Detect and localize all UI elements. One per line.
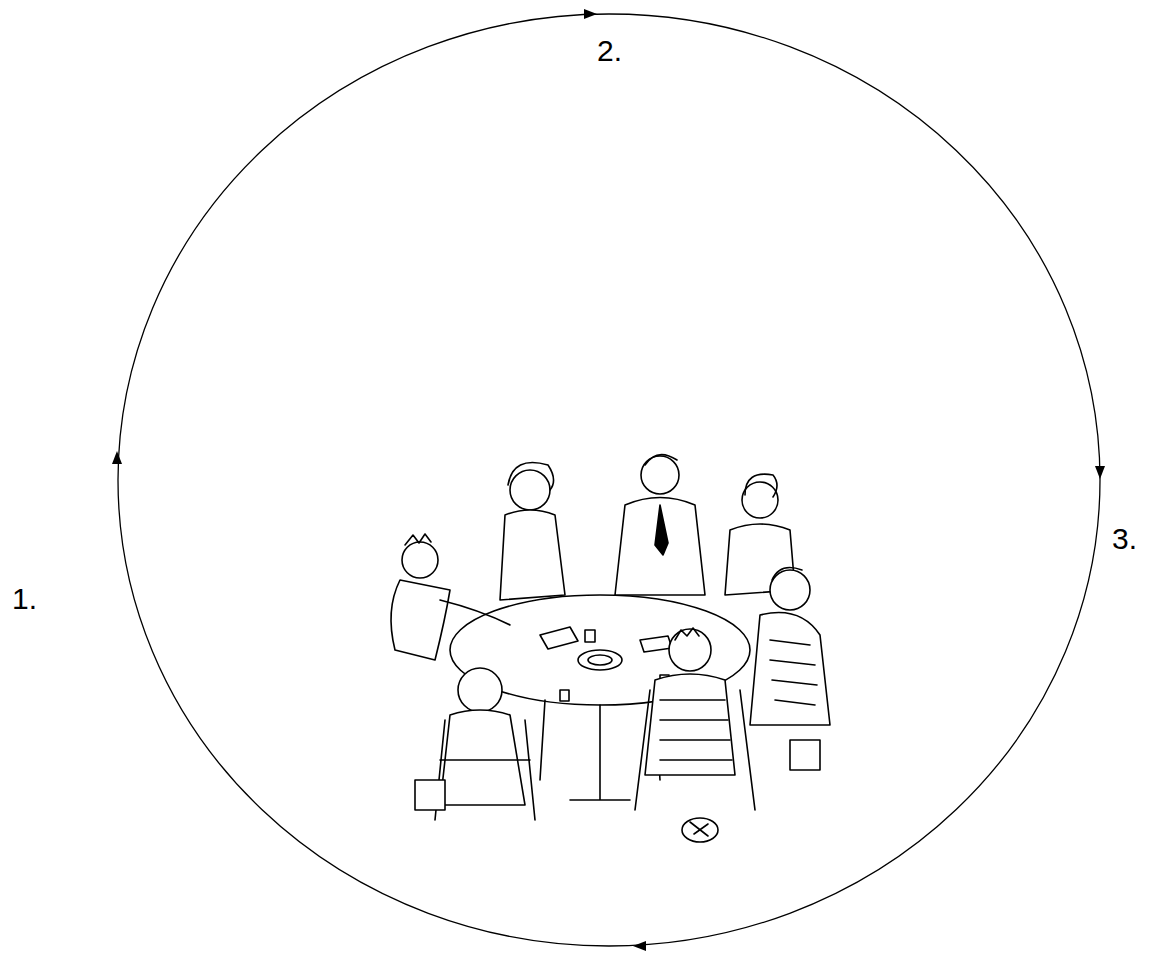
- callout-number: 2.: [597, 34, 622, 67]
- arrowhead: [584, 9, 597, 19]
- arrowhead: [633, 941, 646, 951]
- arrowhead: [112, 451, 122, 464]
- cycle-circle: [118, 14, 1100, 946]
- callout-number: 3.: [1112, 522, 1137, 555]
- arrowhead: [1095, 466, 1105, 479]
- callout-number: 1.: [12, 582, 37, 615]
- meeting-cartoon: [391, 455, 830, 842]
